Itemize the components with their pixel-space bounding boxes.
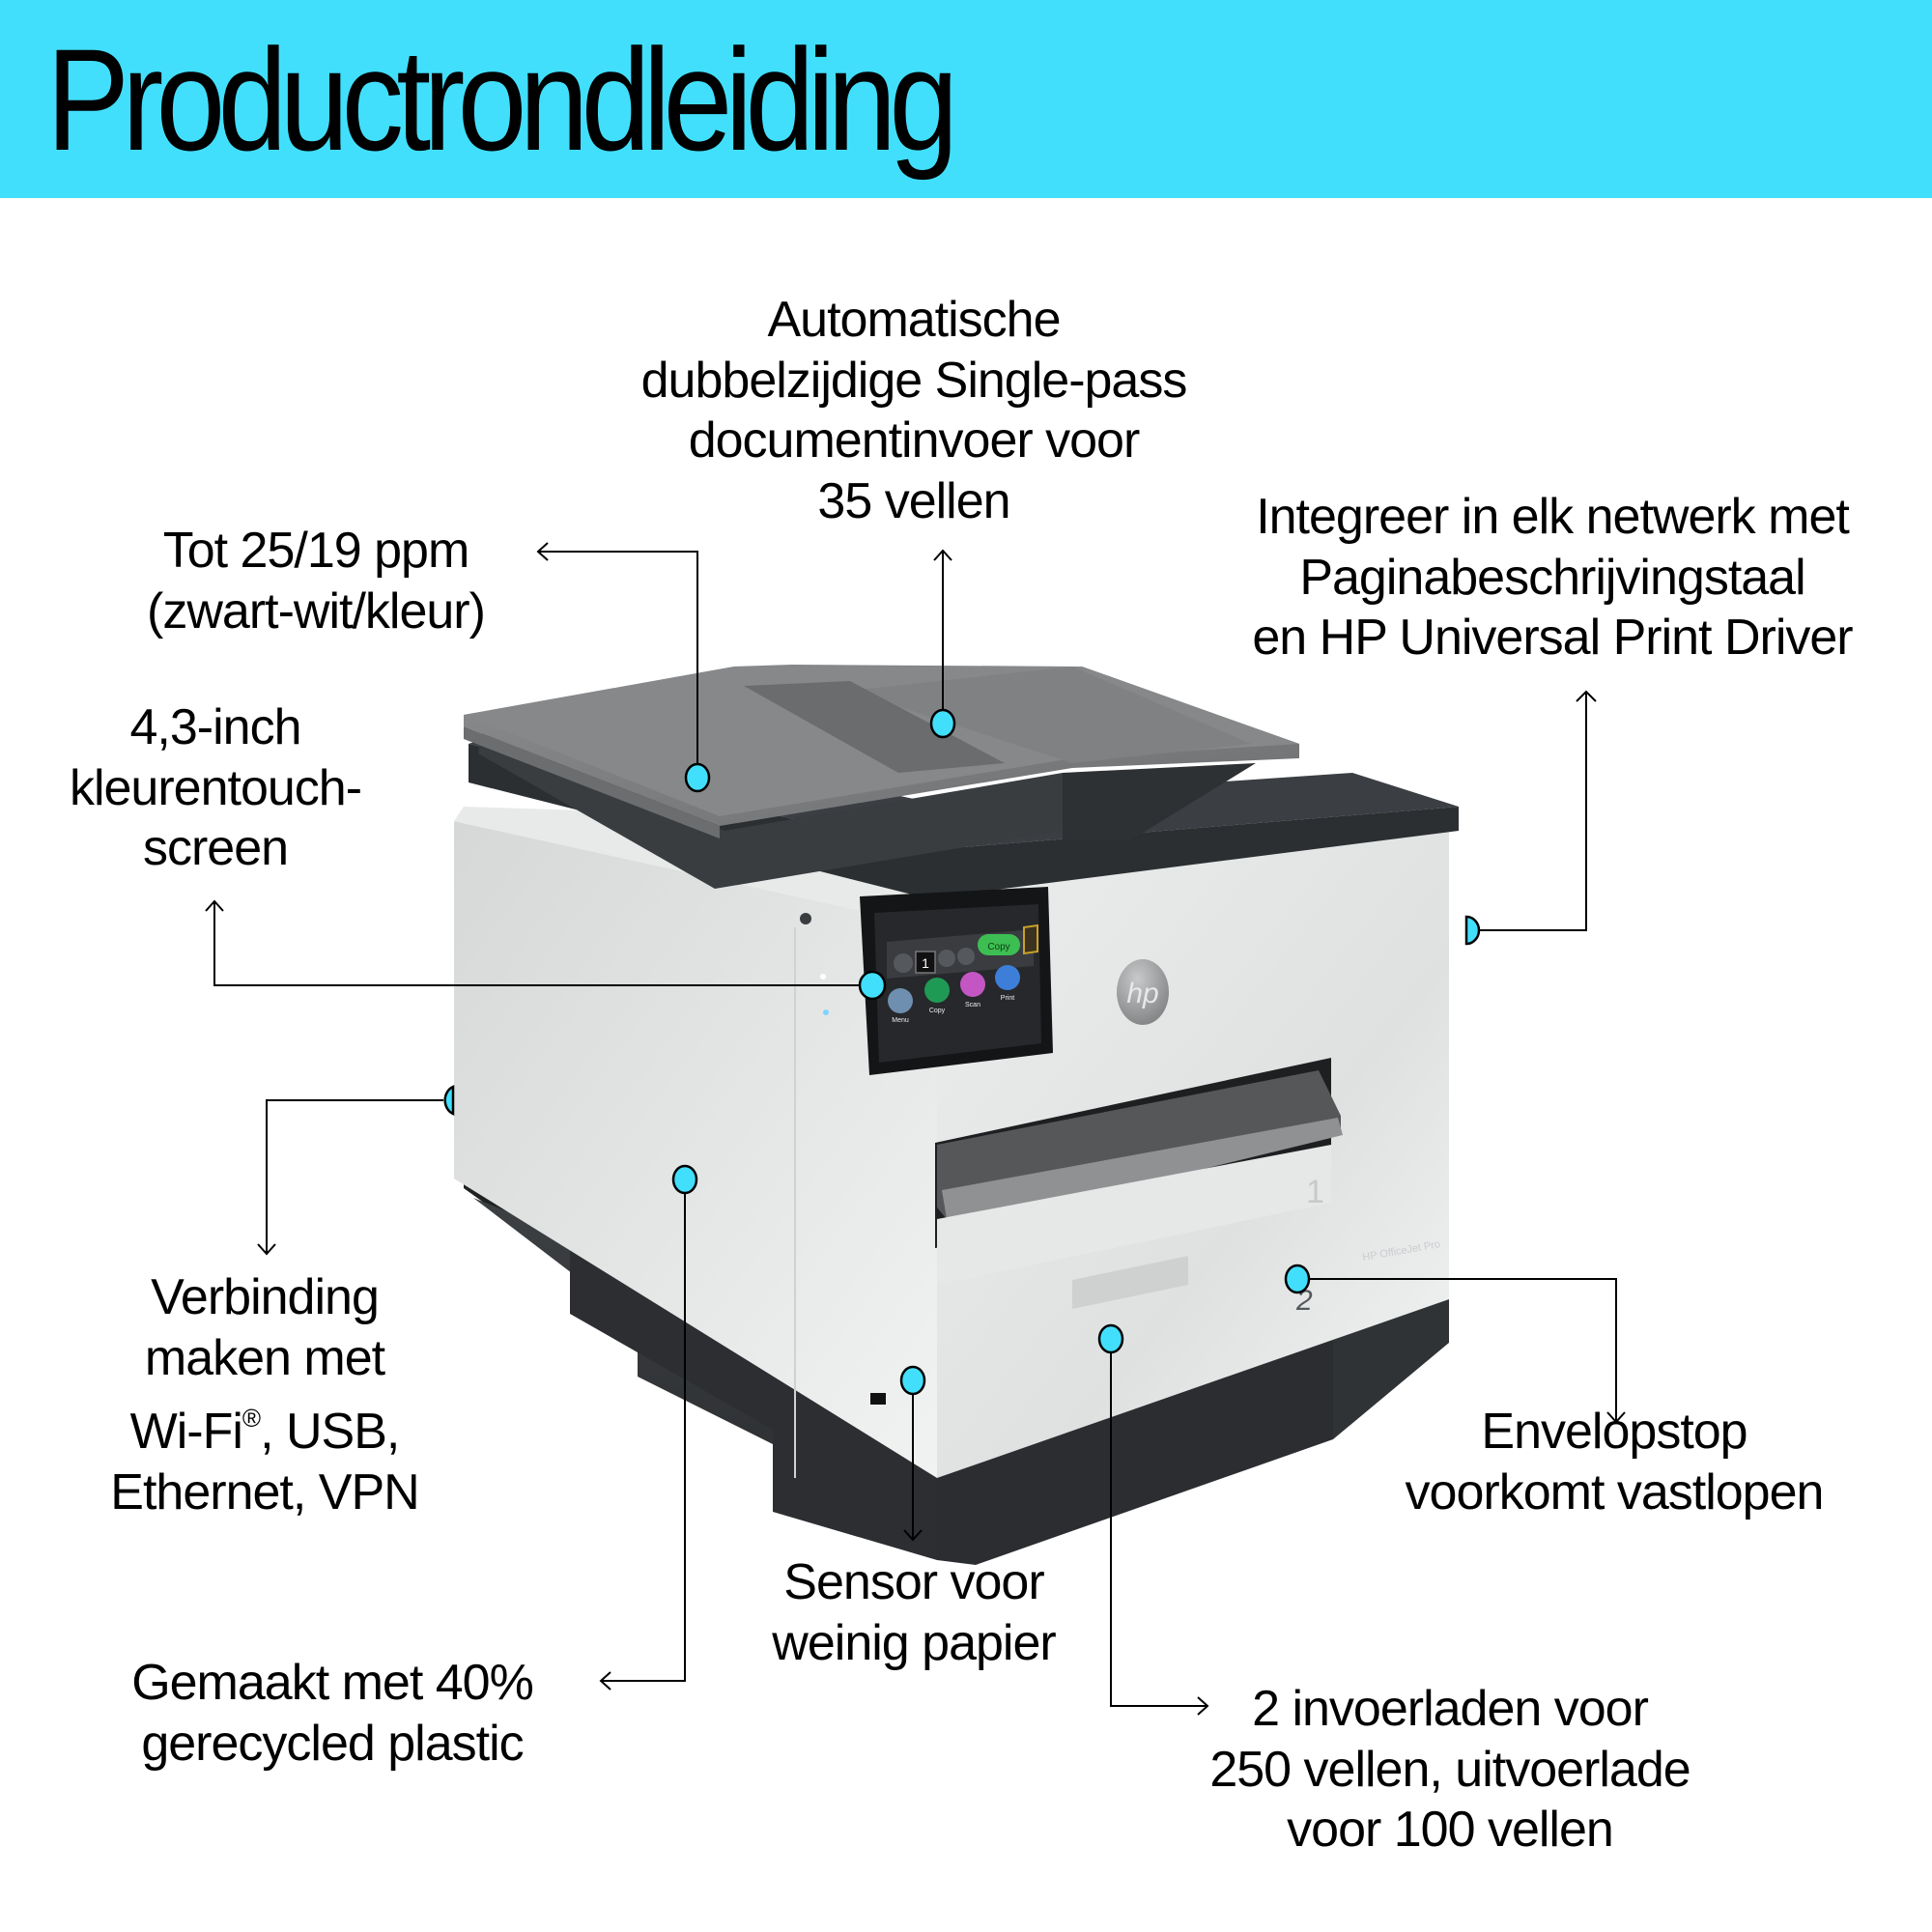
app-scan-icon xyxy=(960,972,985,997)
callout-line: screen xyxy=(142,820,289,876)
callout-envelope: Envelopstop voorkomt vastlopen xyxy=(1405,1402,1825,1522)
leader-trays-arrow xyxy=(1197,1696,1209,1716)
leader-envelope-arrow xyxy=(1606,1411,1626,1424)
svg-text:hp: hp xyxy=(1126,978,1158,1009)
callout-line: dubbelzijdige Single-pass xyxy=(640,352,1188,409)
hotspot-envelope xyxy=(1284,1264,1311,1294)
callout-line: (zwart-wit/kleur) xyxy=(147,582,486,639)
hp-logo: hp xyxy=(1117,959,1169,1025)
touchscreen: 1 Copy Menu Copy Scan Print xyxy=(860,887,1053,1075)
output-tray xyxy=(935,1058,1343,1309)
hotspot-sensor xyxy=(899,1365,926,1396)
callout-line: Ethernet, VPN xyxy=(110,1463,419,1520)
leader-trays xyxy=(1110,1339,1208,1707)
callout-adf: Automatische dubbelzijdige Single-pass d… xyxy=(640,290,1188,531)
callout-line: voorkomt vastlopen xyxy=(1405,1463,1825,1520)
hotspot-network xyxy=(1464,915,1481,946)
callout-sensor: Sensor voor weinig papier xyxy=(772,1552,1056,1673)
warning-icon xyxy=(1023,923,1038,955)
hotspot-recycled xyxy=(671,1164,698,1195)
app-copy-label: Copy xyxy=(929,1008,946,1014)
callout-line: 35 vellen xyxy=(817,472,1010,529)
callout-line: Integreer in elk netwerk met xyxy=(1256,489,1850,545)
hotspot-speed xyxy=(684,762,711,793)
callout-line: Envelopstop xyxy=(1481,1404,1747,1460)
callout-line: Tot 25/19 ppm xyxy=(162,523,470,579)
settings-sliders-icon xyxy=(957,948,975,965)
hotspot-adf xyxy=(929,708,956,739)
callout-line: Wi-Fi®, USB, xyxy=(110,1388,418,1463)
callout-line: weinig papier xyxy=(772,1614,1056,1671)
callout-line: maken met xyxy=(144,1329,385,1386)
callout-line: voor 100 vellen xyxy=(1287,1802,1614,1858)
usb-text: , USB, xyxy=(260,1404,400,1460)
hotspot-touchscreen xyxy=(858,970,887,1001)
callout-connectivity: Verbinding maken met Wi-Fi®, USB, Ethern… xyxy=(110,1267,419,1522)
callout-line: Sensor voor xyxy=(783,1554,1044,1610)
callout-line: 250 vellen, uitvoerlade xyxy=(1209,1741,1690,1798)
callout-line: Paginabeschrijvingstaal xyxy=(1299,549,1805,606)
app-menu-icon xyxy=(888,988,913,1013)
title-banner: Productrondleiding xyxy=(0,0,1932,198)
callout-trays: 2 invoerladen voor 250 vellen, uitvoerla… xyxy=(1209,1679,1690,1861)
app-copy-icon xyxy=(924,978,950,1003)
registered-mark: ® xyxy=(242,1404,261,1433)
leader-speed xyxy=(538,551,698,778)
leader-network xyxy=(1466,692,1587,931)
callout-line: 4,3-inch xyxy=(129,699,301,755)
callout-speed: Tot 25/19 ppm (zwart-wit/kleur) xyxy=(147,521,486,641)
minus-button xyxy=(894,953,913,973)
leader-touchscreen-arrow xyxy=(205,899,224,912)
leader-adf-arrow xyxy=(933,549,952,561)
copy-action-button xyxy=(978,934,1020,955)
status-led xyxy=(820,974,826,980)
hotspot-trays xyxy=(1097,1323,1124,1354)
adf-lid xyxy=(464,665,1299,889)
copies-field xyxy=(915,951,936,974)
callout-recycled: Gemaakt met 40% gerecycled plastic xyxy=(131,1653,534,1774)
leader-connectivity-arrow xyxy=(257,1243,276,1256)
leader-touchscreen xyxy=(213,901,872,986)
app-menu-label: Menu xyxy=(892,1017,909,1024)
app-print-label: Print xyxy=(1001,995,1014,1002)
app-scan-label: Scan xyxy=(965,1002,980,1009)
copies-value: 1 xyxy=(922,955,929,971)
callout-line: en HP Universal Print Driver xyxy=(1252,610,1853,666)
usb-port xyxy=(870,1393,886,1405)
callout-line: kleurentouch- xyxy=(69,759,362,816)
callout-line: documentinvoer voor xyxy=(688,412,1141,469)
callout-touchscreen: 4,3-inch kleurentouch- screen xyxy=(69,697,362,879)
leader-recycled xyxy=(601,1179,686,1682)
tray-1-number: 1 xyxy=(1306,1174,1324,1210)
app-print-icon xyxy=(995,965,1020,990)
scanner-unit xyxy=(469,720,1459,898)
leader-network-arrow xyxy=(1576,690,1597,702)
wifi-led xyxy=(823,1009,829,1015)
leader-envelope xyxy=(1297,1278,1617,1422)
callout-line: Automatische xyxy=(767,292,1061,348)
leader-connectivity xyxy=(266,1099,443,1254)
leader-recycled-arrow xyxy=(599,1671,611,1690)
leader-lines xyxy=(205,542,1626,1716)
power-button-icon xyxy=(800,913,811,924)
wifi-text: Wi-Fi xyxy=(129,1404,243,1460)
hotspot-connectivity xyxy=(443,1085,455,1116)
callout-line: Gemaakt met 40% xyxy=(131,1655,534,1711)
callout-line: gerecycled plastic xyxy=(141,1715,524,1772)
callout-line: Verbinding xyxy=(151,1269,380,1325)
leader-speed-arrow xyxy=(536,542,549,561)
callout-network: Integreer in elk netwerk met Paginabesch… xyxy=(1252,487,1853,668)
callout-line: 2 invoerladen voor xyxy=(1252,1681,1649,1737)
plus-button xyxy=(938,950,955,967)
leader-sensor-arrow xyxy=(903,1529,923,1542)
page-title: Productrondleiding xyxy=(46,18,958,181)
copy-action-label: Copy xyxy=(987,942,1009,952)
